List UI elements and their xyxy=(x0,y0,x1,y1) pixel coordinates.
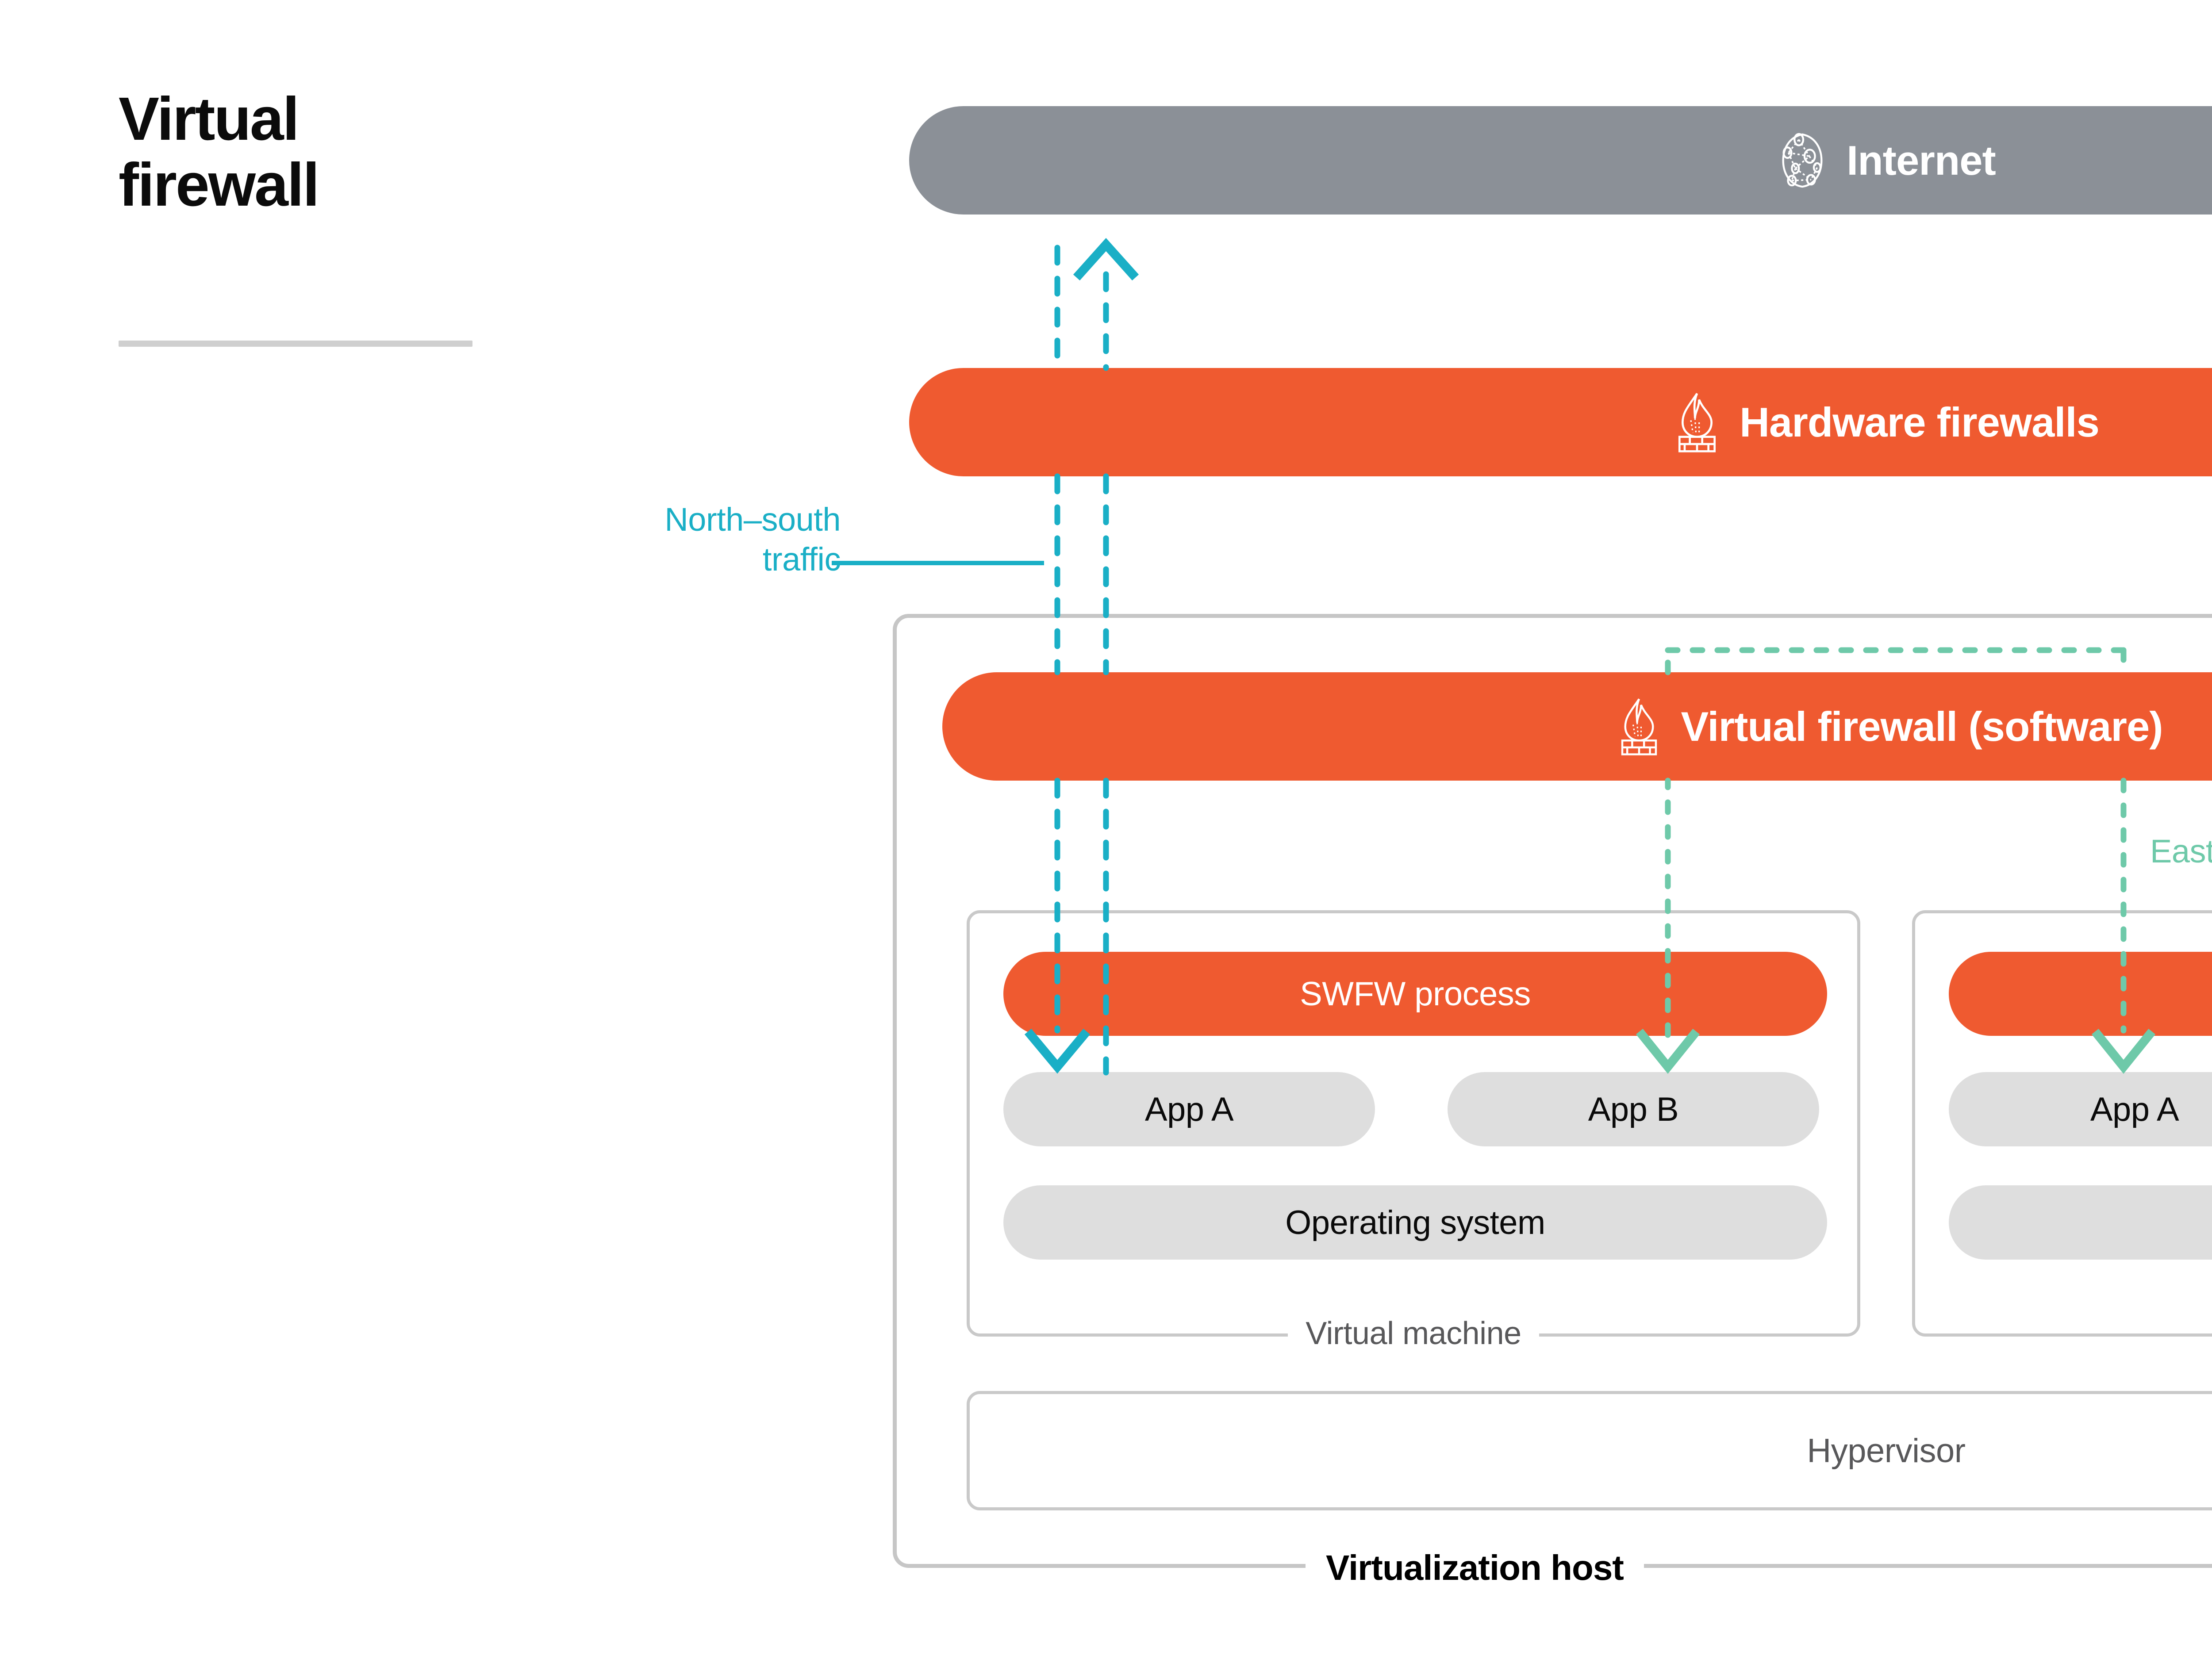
hypervisor-label: Hypervisor xyxy=(1807,1432,1966,1470)
north-south-down-arrow xyxy=(1024,1028,1091,1074)
operating-system-left: Operating system xyxy=(1003,1185,1827,1260)
vm-left-legend: Virtual machine xyxy=(970,1308,1857,1359)
hypervisor-box: Hypervisor xyxy=(967,1391,2212,1510)
virtual-machine-right: Virtual machine xyxy=(1912,910,2212,1337)
app-a-right-label: App A xyxy=(2090,1090,2179,1128)
vm-left-label: Virtual machine xyxy=(1288,1308,1539,1359)
app-b-left: App B xyxy=(1448,1072,1819,1146)
firewall-flame-brick-icon xyxy=(1672,391,1722,453)
virtual-firewall-bar: Virtual firewall (software) xyxy=(942,672,2212,781)
app-a-left-label: App A xyxy=(1144,1090,1234,1128)
internet-bar-label: Internet xyxy=(1847,137,1996,184)
east-west-down-arrow-left xyxy=(1636,1028,1700,1074)
app-a-left: App A xyxy=(1003,1072,1375,1146)
operating-system-left-label: Operating system xyxy=(1285,1203,1545,1241)
east-west-down-arrow-right xyxy=(2091,1028,2156,1074)
east-west-flow xyxy=(1665,647,2127,1038)
title-divider xyxy=(119,341,472,347)
swfw-process-left: SWFW process xyxy=(1003,952,1827,1036)
app-b-left-label: App B xyxy=(1588,1090,1679,1128)
swfw-process-left-label: SWFW process xyxy=(1300,975,1531,1013)
title-block: Virtual firewall xyxy=(119,86,517,218)
operating-system-right: Operating system xyxy=(1949,1185,2212,1260)
hardware-firewalls-bar: Hardware firewalls xyxy=(909,368,2212,476)
north-south-traffic-label: North–south traffic xyxy=(664,501,841,578)
virtual-machine-left: Virtual machine xyxy=(967,910,1860,1359)
north-south-leader-line xyxy=(832,561,1044,565)
network-globe-icon xyxy=(1776,132,1829,189)
app-a-right: App A xyxy=(1949,1072,2212,1146)
hardware-firewalls-label: Hardware firewalls xyxy=(1740,398,2100,445)
firewall-flame-brick-icon xyxy=(1615,697,1663,756)
page-title: Virtual firewall xyxy=(119,85,320,219)
internet-bar: Internet xyxy=(909,106,2212,215)
swfw-process-right: SWFW process xyxy=(1949,952,2212,1036)
north-south-up-arrow xyxy=(1073,238,1139,281)
east-west-traffic-label: East-west traffic xyxy=(2150,833,2212,870)
virtual-firewall-label: Virtual firewall (software) xyxy=(1681,703,2163,750)
